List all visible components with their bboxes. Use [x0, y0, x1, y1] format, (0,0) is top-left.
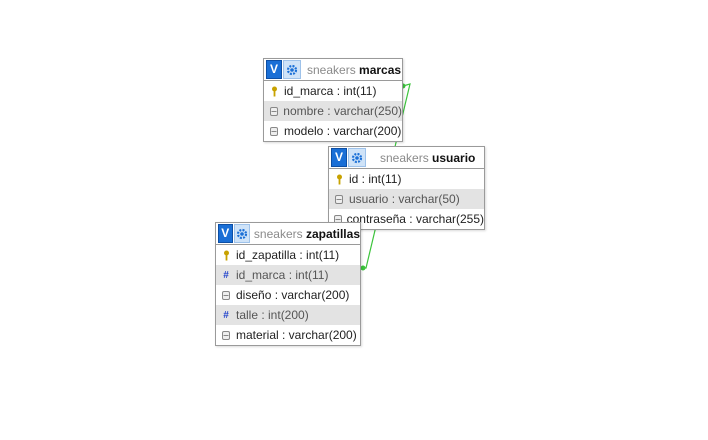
column-icon [220, 330, 232, 340]
column-text: id_marca : int(11) [284, 84, 377, 98]
column-text: id_zapatilla : int(11) [236, 248, 340, 262]
table-header[interactable]: V sneakers zapatillas [216, 223, 360, 245]
column-icon [268, 106, 279, 116]
key-icon [333, 174, 345, 185]
table-zapatillas[interactable]: V sneakers zapatillas id_zapatilla : int… [215, 222, 361, 346]
table-usuario[interactable]: V sneakers usuario id : int(11) usuario … [328, 146, 485, 230]
column-row[interactable]: id : int(11) [329, 169, 484, 189]
key-icon [268, 86, 280, 97]
column-text: id : int(11) [349, 172, 402, 186]
column-row[interactable]: # id_marca : int(11) [216, 265, 360, 285]
table-name: zapatillas [305, 226, 360, 241]
column-row[interactable]: contraseña : varchar(255) [329, 209, 484, 229]
column-row[interactable]: nombre : varchar(250) [264, 101, 402, 121]
column-text: usuario : varchar(50) [349, 192, 460, 206]
hash-icon: # [223, 269, 229, 281]
column-text: id_marca : int(11) [236, 268, 329, 282]
hash-icon: # [223, 309, 229, 321]
relation-end-marker [360, 265, 366, 271]
table-header[interactable]: V sneakers marcas [264, 59, 402, 81]
column-text: contraseña : varchar(255) [346, 212, 484, 226]
column-row[interactable]: diseño : varchar(200) [216, 285, 360, 305]
database-name: sneakers [307, 62, 356, 77]
column-row[interactable]: modelo : varchar(200) [264, 121, 402, 141]
column-row[interactable]: id_zapatilla : int(11) [216, 245, 360, 265]
column-text: talle : int(200) [236, 308, 309, 322]
column-row[interactable]: material : varchar(200) [216, 325, 360, 345]
table-name: usuario [432, 150, 476, 165]
toggle-button[interactable]: V [266, 60, 282, 79]
column-text: material : varchar(200) [236, 328, 357, 342]
database-name: sneakers [253, 226, 303, 241]
table-name: marcas [359, 62, 402, 77]
gear-icon[interactable] [233, 224, 250, 243]
table-title: sneakers zapatillas [254, 227, 360, 241]
column-icon [333, 194, 345, 204]
column-icon [220, 290, 232, 300]
gear-icon[interactable] [283, 60, 301, 79]
column-text: nombre : varchar(250) [283, 104, 402, 118]
column-row[interactable]: id_marca : int(11) [264, 81, 402, 101]
column-text: modelo : varchar(200) [284, 124, 402, 138]
column-row[interactable]: usuario : varchar(50) [329, 189, 484, 209]
key-icon [220, 250, 232, 261]
table-title: sneakers marcas [307, 63, 401, 77]
column-row[interactable]: # talle : int(200) [216, 305, 360, 325]
database-name: sneakers [380, 150, 429, 165]
column-text: diseño : varchar(200) [236, 288, 350, 302]
toggle-button[interactable]: V [218, 224, 233, 243]
toggle-button[interactable]: V [331, 148, 347, 167]
table-title: sneakers usuario [380, 151, 475, 165]
table-marcas[interactable]: V sneakers marcas id_marca : int(11) nom… [263, 58, 403, 142]
column-icon [268, 126, 280, 136]
gear-icon[interactable] [348, 148, 366, 167]
table-header[interactable]: V sneakers usuario [329, 147, 484, 169]
